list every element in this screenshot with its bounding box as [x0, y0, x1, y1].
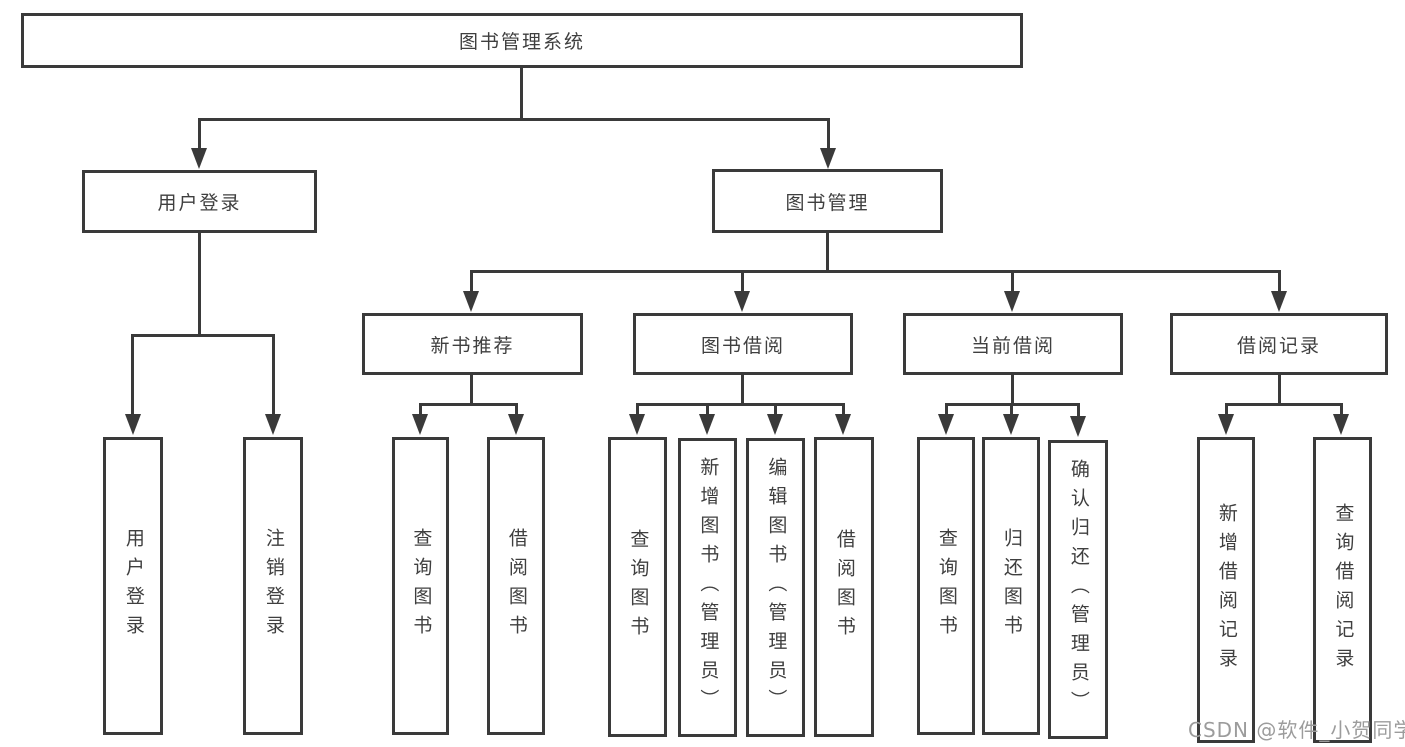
leaf-bookborrow-borrow: 借阅图书	[814, 437, 874, 737]
node-current-borrow-label: 当前借阅	[970, 334, 1055, 357]
leaf-bookborrow-query: 查询图书	[608, 437, 667, 737]
connector-records-leaf2-stem	[1340, 403, 1343, 415]
connector-records-leaf1-stem	[1225, 403, 1228, 415]
connector-user-leaf1-stem	[131, 334, 134, 415]
connector-newbooks-down	[470, 375, 473, 406]
arrowhead-bookborrow-leaf3	[767, 414, 783, 435]
arrowhead-records-leaf1	[1218, 414, 1234, 435]
leaf-currentborrow-confirm-label: 确认归还（管理员）	[1067, 459, 1090, 720]
node-new-books: 新书推荐	[362, 313, 583, 375]
leaf-bookborrow-query-label: 查询图书	[627, 529, 650, 645]
leaf-records-add: 新增借阅记录	[1197, 437, 1255, 743]
node-borrow-records: 借阅记录	[1170, 313, 1388, 375]
connector-bookborrow-leaf4-stem	[842, 403, 845, 415]
connector-currentborrow-down	[1011, 375, 1014, 406]
connector-currentborrow-stem	[1011, 270, 1014, 292]
leaf-currentborrow-confirm: 确认归还（管理员）	[1048, 440, 1108, 739]
csdn-watermark: CSDN @软件_小贺同学	[1188, 718, 1405, 742]
connector-currentborrow-leaf1-stem	[945, 403, 948, 415]
arrowhead-newbooks	[463, 291, 479, 312]
node-user-login: 用户登录	[82, 170, 317, 233]
arrowhead-book-mgmt	[820, 148, 836, 169]
leaf-newbooks-query: 查询图书	[392, 437, 449, 735]
arrowhead-newbooks-leaf1	[412, 414, 428, 435]
arrowhead-newbooks-leaf2	[508, 414, 524, 435]
leaf-newbooks-query-label: 查询图书	[410, 528, 433, 644]
connector-newbooks-leaf2-stem	[515, 403, 518, 415]
arrowhead-currentborrow	[1004, 291, 1020, 312]
connector-bookborrow-leaf1-stem	[636, 403, 639, 415]
connector-mgmt-stem	[826, 233, 829, 271]
arrowhead-currentborrow-leaf2	[1003, 414, 1019, 435]
node-book-borrow: 图书借阅	[633, 313, 853, 375]
leaf-currentborrow-return: 归还图书	[982, 437, 1040, 735]
leaf-user-logout-label: 注销登录	[262, 528, 285, 644]
leaf-newbooks-borrow-label: 借阅图书	[505, 528, 528, 644]
connector-newbooks-distributor	[419, 403, 518, 406]
arrowhead-currentborrow-leaf1	[938, 414, 954, 435]
node-root-label: 图书管理系统	[458, 31, 585, 53]
leaf-currentborrow-query-label: 查询图书	[935, 528, 958, 644]
leaf-user-login: 用户登录	[103, 437, 163, 735]
node-book-mgmt: 图书管理	[712, 169, 943, 233]
arrowhead-currentborrow-leaf3	[1070, 416, 1086, 437]
leaf-records-add-label: 新增借阅记录	[1215, 503, 1238, 677]
node-user-login-label: 用户登录	[157, 192, 242, 214]
leaf-newbooks-borrow: 借阅图书	[487, 437, 545, 735]
arrowhead-user-login	[191, 148, 207, 169]
connector-records-down	[1278, 375, 1281, 406]
arrowhead-bookborrow-leaf2	[699, 414, 715, 435]
connector-records-distributor	[1225, 403, 1343, 406]
connector-root-stem	[520, 68, 523, 120]
arrowhead-user-leaf2	[265, 414, 281, 435]
connector-bookborrow-distributor	[636, 403, 845, 406]
connector-bookborrow-stem	[741, 270, 744, 292]
leaf-user-login-label: 用户登录	[122, 528, 145, 644]
node-current-borrow: 当前借阅	[903, 313, 1123, 375]
connector-root-distributor	[198, 118, 830, 121]
node-root: 图书管理系统	[21, 13, 1023, 68]
connector-bookborrow-down	[741, 375, 744, 406]
connector-user-login-stem	[198, 118, 201, 150]
leaf-user-logout: 注销登录	[243, 437, 303, 735]
leaf-currentborrow-return-label: 归还图书	[1000, 528, 1023, 644]
connector-records-stem	[1278, 270, 1281, 292]
leaf-bookborrow-add-label: 新增图书（管理员）	[697, 457, 720, 718]
connector-newbooks-stem	[470, 270, 473, 292]
arrowhead-bookborrow	[734, 291, 750, 312]
connector-currentborrow-leaf2-stem	[1010, 403, 1013, 415]
connector-user-distributor	[131, 334, 275, 337]
node-borrow-records-label: 借阅记录	[1236, 334, 1321, 357]
connector-newbooks-leaf1-stem	[419, 403, 422, 415]
leaf-records-query-label: 查询借阅记录	[1332, 503, 1355, 677]
node-book-borrow-label: 图书借阅	[700, 334, 785, 357]
node-book-mgmt-label: 图书管理	[785, 191, 870, 214]
arrowhead-user-leaf1	[125, 414, 141, 435]
arrowhead-records	[1271, 291, 1287, 312]
arrowhead-bookborrow-leaf1	[629, 414, 645, 435]
leaf-records-query: 查询借阅记录	[1313, 437, 1372, 743]
connector-currentborrow-leaf3-stem	[1077, 403, 1080, 417]
leaf-bookborrow-edit-label: 编辑图书（管理员）	[765, 457, 788, 718]
connector-bookborrow-leaf3-stem	[774, 403, 777, 415]
node-new-books-label: 新书推荐	[430, 334, 515, 357]
connector-bookborrow-leaf2-stem	[706, 403, 709, 415]
arrowhead-bookborrow-leaf4	[835, 414, 851, 435]
leaf-bookborrow-borrow-label: 借阅图书	[833, 529, 856, 645]
leaf-bookborrow-add: 新增图书（管理员）	[678, 438, 737, 737]
connector-mgmt-distributor	[470, 270, 1281, 273]
arrowhead-records-leaf2	[1333, 414, 1349, 435]
leaf-bookborrow-edit: 编辑图书（管理员）	[746, 438, 805, 737]
leaf-currentborrow-query: 查询图书	[917, 437, 975, 735]
connector-book-mgmt-stem	[827, 118, 830, 150]
connector-user-stem	[198, 233, 201, 335]
connector-user-leaf2-stem	[272, 334, 275, 415]
